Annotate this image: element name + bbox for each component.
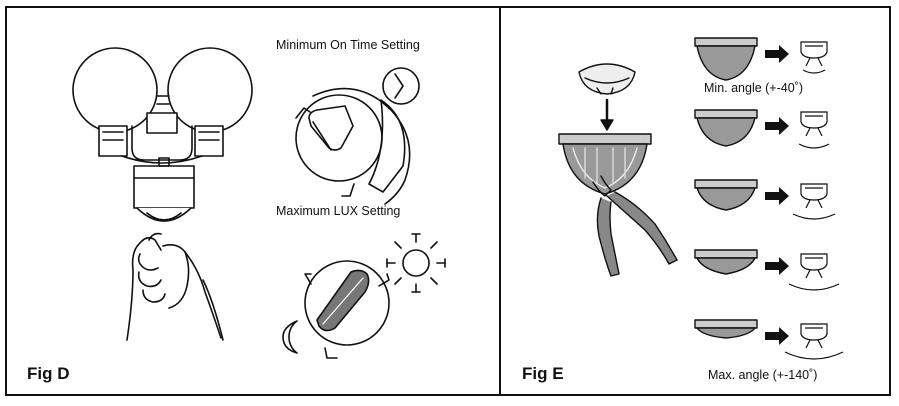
mini-sensor-1 — [800, 41, 828, 67]
hand-adjusting-sensor — [126, 232, 224, 341]
min-on-time-dial — [295, 67, 420, 205]
arrow-right-4 — [765, 257, 789, 275]
angle-arc-1 — [802, 69, 826, 74]
fig-d-illustration — [72, 47, 446, 359]
shroud-trim-row-2 — [694, 109, 758, 147]
max-angle-caption: Max. angle (+-140˚) — [708, 368, 818, 382]
angle-arc-3 — [792, 213, 836, 220]
shroud-trim-row-1 — [694, 37, 758, 81]
angle-arc-4 — [788, 283, 840, 291]
sensor-shroud — [558, 133, 652, 195]
fig-d-panel: Minimum On Time Setting Maximum LUX Sett… — [5, 6, 501, 396]
shroud-trim-row-4 — [694, 249, 758, 275]
angle-arc-2 — [798, 143, 830, 149]
mini-sensor-2 — [800, 111, 828, 137]
max-lux-caption: Maximum LUX Setting — [276, 204, 401, 218]
fig-e-panel: Min. angle (+-40˚) Max. angle (+-140˚) F… — [499, 6, 891, 396]
floodlight-lamps — [72, 47, 253, 164]
fig-e-label: Fig E — [522, 364, 564, 383]
arrow-right-2 — [765, 117, 789, 135]
mini-sensor-3 — [800, 183, 828, 209]
down-arrow-head — [600, 119, 614, 131]
mini-sensor-4 — [800, 253, 828, 279]
max-lux-dial — [282, 233, 446, 359]
shroud-trim-row-3 — [694, 179, 758, 211]
min-on-time-caption: Minimum On Time Setting — [276, 38, 420, 52]
arrow-right-3 — [765, 187, 789, 205]
fig-d-label: Fig D — [27, 364, 70, 383]
fig-e-illustration — [558, 37, 844, 360]
motion-sensor-housing — [133, 157, 195, 222]
pliers-tool — [592, 175, 678, 277]
shroud-trim-row-5 — [694, 319, 758, 339]
lens-dome — [578, 63, 636, 95]
arrow-right-5 — [765, 327, 789, 345]
min-angle-caption: Min. angle (+-40˚) — [704, 81, 803, 95]
arrow-right-1 — [765, 45, 789, 63]
mini-sensor-5 — [800, 323, 828, 349]
angle-arc-5 — [784, 351, 844, 360]
